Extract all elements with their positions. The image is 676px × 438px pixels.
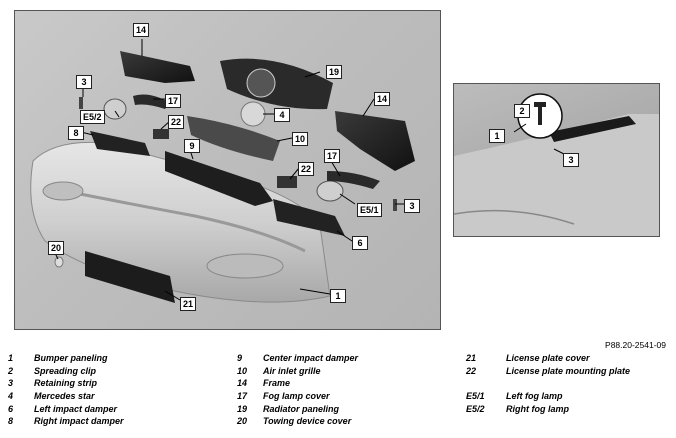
detail-bumper-panel — [454, 114, 659, 236]
legend-item-text: Right impact damper — [34, 416, 124, 427]
legend-item: 4 Mercedes star — [8, 391, 124, 404]
legend-item: 8 Right impact damper — [8, 416, 124, 429]
main-callout: 14 — [374, 92, 391, 106]
legend-item-text: Bumper paneling — [34, 353, 108, 363]
legend-item-text: Spreading clip — [34, 365, 97, 376]
main-callout: 4 — [274, 108, 290, 122]
legend-item-number: 6 — [8, 403, 14, 414]
legend-item: 2 Spreading clip — [8, 366, 124, 379]
detail-callout: 3 — [563, 153, 579, 167]
main-callout: 10 — [292, 132, 309, 146]
legend-item: 19 Radiator paneling — [237, 404, 358, 417]
legend-item-number: 17 — [237, 391, 248, 402]
legend-item-number: 20 — [237, 416, 248, 427]
reference-code: P88.20-2541-09 — [605, 340, 666, 350]
legend-item-number: 2 — [8, 365, 14, 376]
legend-item-text: Fog lamp cover — [263, 391, 330, 402]
main-callout: 3 — [76, 75, 92, 89]
frame-left — [120, 51, 195, 83]
main-callout: 20 — [48, 241, 65, 255]
license-plate-cover — [85, 251, 175, 303]
retaining-strip-left — [79, 97, 83, 109]
legend-item-text: License plate cover — [506, 353, 590, 363]
legend-item: 21 License plate cover — [466, 353, 630, 366]
legend-item-number: 1 — [8, 353, 14, 363]
frame-right — [335, 111, 415, 171]
right-fog-lamp-cover — [133, 94, 170, 109]
main-callout: 22 — [168, 115, 185, 129]
legend-item-number: 3 — [8, 378, 14, 389]
main-callout: E5/2 — [80, 110, 105, 124]
license-plate-mounting-plate-2 — [277, 176, 297, 188]
left-impact-damper — [273, 199, 345, 236]
left-fog-lamp — [316, 180, 344, 202]
legend-item-number: E5/2 — [466, 403, 485, 414]
legend-item: 6 Left impact damper — [8, 404, 124, 417]
legend-item-text: Retaining strip — [34, 378, 98, 389]
radiator-paneling — [220, 58, 333, 110]
legend-item-number: 8 — [8, 416, 14, 427]
legend-item: 17 Fog lamp cover — [237, 391, 358, 404]
legend-item-number: 19 — [237, 403, 248, 414]
right-fog-lamp — [103, 98, 127, 120]
legend-item-number: 22 — [466, 365, 477, 376]
legend-item-text: Radiator paneling — [263, 403, 340, 414]
legend-item-number: E5/1 — [466, 391, 485, 402]
legend-item: 14 Frame — [237, 378, 358, 391]
detail-callout: 1 — [489, 129, 505, 143]
main-callout: 17 — [165, 94, 182, 108]
legend-item: E5/1 Left fog lamp — [466, 391, 630, 404]
main-callout: 3 — [404, 199, 420, 213]
legend-item: 1 Bumper paneling — [8, 353, 124, 366]
legend-item-text: Center impact damper — [263, 353, 359, 363]
legend-item-number: 4 — [8, 391, 14, 402]
detail-callout: 2 — [514, 104, 530, 118]
legend-item: 3 Retaining strip — [8, 378, 124, 391]
legend-column: 21 License plate cover 22 License plate mou… — [466, 353, 630, 416]
main-callout: 19 — [326, 65, 343, 79]
legend-item: 9 Center impact damper — [237, 353, 358, 366]
legend-item — [466, 378, 630, 391]
legend-item-number: 14 — [237, 378, 248, 389]
legend-item: 20 Towing device cover — [237, 416, 358, 429]
right-impact-damper — [90, 131, 150, 156]
main-callout: 17 — [324, 149, 341, 163]
detail-retaining-strip — [549, 116, 636, 142]
legend-item-number: 9 — [237, 353, 243, 363]
main-callout: 6 — [352, 236, 368, 250]
main-callout: E5/1 — [357, 203, 382, 217]
legend-column: 1 Bumper paneling 2 Spreading clip 3 Retainin… — [8, 353, 124, 429]
legend-item-text: Right fog lamp — [506, 403, 569, 414]
legend-item-text: Air inlet grille — [263, 365, 321, 376]
legend-item-text: Mercedes star — [34, 391, 95, 402]
retaining-strip-right — [393, 199, 397, 211]
legend-item-text: License plate mounting plate — [506, 365, 631, 376]
main-callout: 8 — [68, 126, 84, 140]
legend-item-text: Frame — [263, 378, 291, 389]
exploded-view-photo — [14, 10, 441, 330]
detail-view-illustration — [454, 93, 659, 236]
legend-item: 10 Air inlet grille — [237, 366, 358, 379]
main-callout: 1 — [330, 289, 346, 303]
legend-item: E5/2 Right fog lamp — [466, 404, 630, 417]
legend-item-text: Left impact damper — [34, 403, 118, 414]
main-callout: 14 — [133, 23, 150, 37]
detail-view-photo — [453, 83, 660, 237]
main-callout: 22 — [298, 162, 315, 176]
exploded-view-illustration — [30, 39, 415, 303]
legend-item-text: Towing device cover — [263, 416, 352, 427]
mercedes-star — [240, 101, 266, 127]
legend-item: 22 License plate mounting plate — [466, 366, 630, 379]
legend-item-text: Left fog lamp — [506, 391, 563, 402]
main-callout: 9 — [184, 139, 200, 153]
legend-item-number: 21 — [466, 353, 477, 363]
air-inlet-grille — [187, 116, 280, 161]
center-impact-damper — [165, 151, 273, 206]
towing-device-cover — [54, 256, 64, 268]
legend-item-number: 10 — [237, 365, 248, 376]
license-plate-mounting-plate-1 — [153, 129, 169, 139]
main-callout: 21 — [180, 297, 197, 311]
